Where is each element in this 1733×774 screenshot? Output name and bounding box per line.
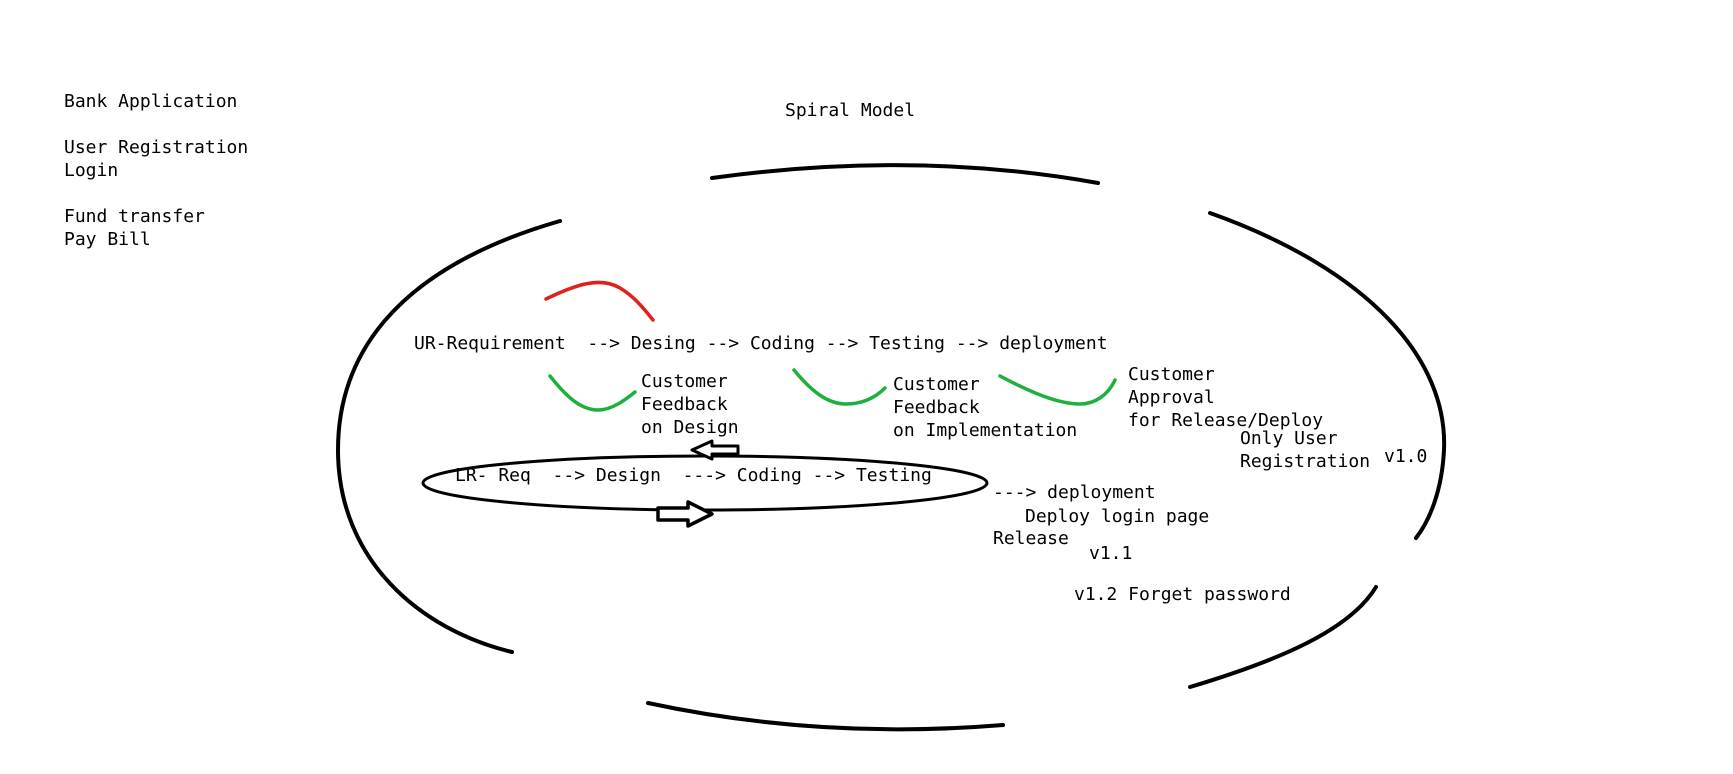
release-scope-line: Only User — [1240, 428, 1338, 449]
design-feedback-label: Customer Feedback on Design — [641, 370, 739, 439]
notes-title: Bank Application — [64, 91, 238, 112]
inner-deployment-step: ---> deployment — [993, 482, 1156, 503]
approval-line: Approval — [1128, 387, 1215, 408]
inner-phase-flow: LR- Req --> Design ---> Coding --> Testi… — [455, 465, 932, 486]
outer-spiral-left-arc — [335, 219, 562, 654]
outer-spiral-top-arc — [710, 163, 1100, 185]
design-feedback-line: on Design — [641, 417, 739, 438]
release-v1-0-scope: Only User Registration — [1240, 427, 1370, 473]
deploy-detail: Deploy login page — [1025, 506, 1210, 527]
notes-item: User Registration — [64, 137, 249, 158]
diagram-title: Spiral Model — [785, 100, 916, 121]
notes-item: Fund transfer — [64, 206, 205, 227]
implementation-feedback-label: Customer Feedback on Implementation — [893, 373, 1077, 442]
right-arrow-icon — [656, 500, 714, 528]
design-feedback-line: Feedback — [641, 394, 728, 415]
version-label-v1-1: v1.1 — [1089, 543, 1133, 564]
outer-spiral-right-arc — [1208, 211, 1447, 540]
outer-spiral-lower-right-arc — [1188, 585, 1378, 689]
approval-line: for Release/Deploy — [1128, 410, 1324, 431]
approval-line: Customer — [1128, 364, 1215, 385]
implementation-feedback-line: Feedback — [893, 397, 980, 418]
left-arrow-icon — [690, 439, 740, 461]
notes-list: Bank Application User Registration Login… — [64, 90, 248, 251]
green-feedback-curve-design — [548, 374, 637, 412]
notes-item: Login — [64, 160, 119, 181]
release-scope-line: Registration — [1240, 451, 1371, 472]
green-feedback-curve-approval — [998, 374, 1117, 406]
implementation-feedback-line: Customer — [893, 374, 980, 395]
outer-phase-flow: UR-Requirement --> Desing --> Coding -->… — [414, 333, 1108, 354]
approval-label: Customer Approval for Release/Deploy — [1128, 363, 1323, 432]
release-label: Release — [993, 528, 1069, 549]
next-release-label: v1.2 Forget password — [1074, 584, 1291, 605]
red-feedback-curve — [544, 280, 655, 322]
outer-spiral-bottom-arc — [646, 701, 1005, 732]
version-label-v1-0: v1.0 — [1384, 446, 1428, 467]
implementation-feedback-line: on Implementation — [893, 420, 1078, 441]
notes-item: Pay Bill — [64, 229, 151, 250]
design-feedback-line: Customer — [641, 371, 728, 392]
green-feedback-curve-implementation — [792, 368, 887, 406]
